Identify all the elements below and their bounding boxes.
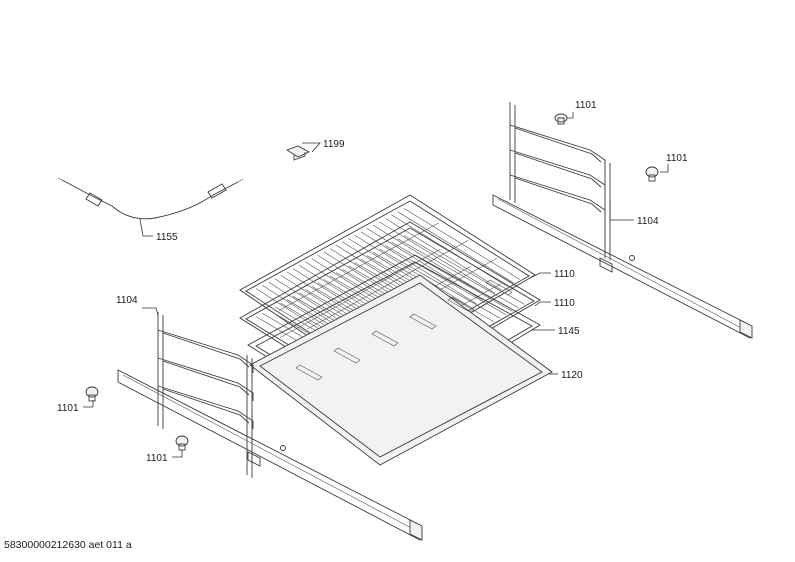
callout-1101-top: 1101 — [575, 100, 597, 111]
document-id: 58300000212630 aet 011 a — [4, 539, 132, 551]
pan-slot — [333, 347, 361, 364]
knob-1101-right — [645, 166, 659, 182]
callout-1120: 1120 — [561, 370, 583, 381]
knob-1101-left — [85, 386, 99, 402]
callout-1101-right: 1101 — [666, 153, 688, 164]
clip-1199 — [285, 145, 311, 161]
temperature-sensor-1155 — [57, 177, 244, 220]
right-telescopic-rail — [492, 194, 753, 339]
callout-1155: 1155 — [156, 232, 178, 243]
knob-1101-bottom — [175, 435, 189, 451]
rack-crossbar — [307, 240, 469, 330]
callout-1104-left: 1104 — [116, 295, 138, 306]
callout-1199: 1199 — [323, 139, 345, 150]
left-rack-support-1104 — [157, 312, 254, 478]
pan-slot — [447, 296, 475, 313]
callout-1110-top: 1110 — [554, 269, 575, 280]
enamel-pan-1120 — [249, 274, 553, 466]
pan-slot — [409, 313, 437, 330]
callout-1101-bottom: 1101 — [146, 453, 168, 464]
rack-crossbar — [278, 222, 440, 311]
knob-1101-top — [554, 113, 568, 125]
rack-crossbar — [279, 248, 441, 339]
callout-1110-mid: 1110 — [554, 298, 575, 309]
callout-1101-left: 1101 — [57, 403, 79, 414]
right-rack-support-1104 — [509, 102, 611, 260]
callout-1104-right: 1104 — [637, 216, 659, 227]
pan-slot — [295, 364, 323, 381]
left-telescopic-rail — [117, 369, 423, 541]
callout-1145: 1145 — [558, 326, 580, 337]
pan-slot — [371, 330, 399, 347]
pan-slot — [485, 279, 513, 296]
leader-lines — [83, 112, 669, 458]
